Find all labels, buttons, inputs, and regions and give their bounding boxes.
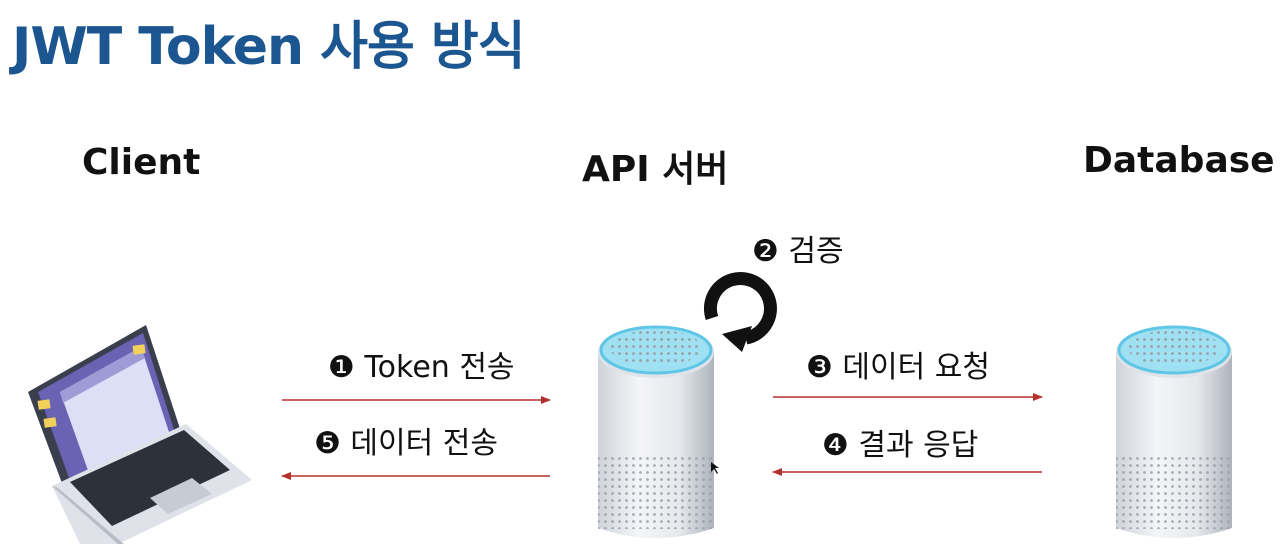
step-2-verify-label: ❷ 검증: [752, 234, 844, 269]
database-server-icon: [1116, 325, 1232, 538]
server-icon: [598, 325, 714, 538]
laptop-icon: [28, 325, 252, 544]
database-label: Database: [1083, 140, 1275, 181]
page-title: JWT Token 사용 방식: [12, 17, 526, 77]
api-server-label: API 서버: [582, 149, 729, 190]
client-label: Client: [82, 142, 201, 183]
mouse-cursor-icon: [711, 462, 719, 474]
step-1-token-send-label: ❶ Token 전송: [328, 350, 515, 385]
refresh-arrow-icon: [703, 272, 777, 352]
step-3-data-request-label: ❸ 데이터 요청: [806, 350, 990, 385]
step-4-result-response-label: ❹ 결과 응답: [822, 428, 979, 463]
step-5-data-send-label: ❺ 데이터 전송: [314, 426, 498, 461]
